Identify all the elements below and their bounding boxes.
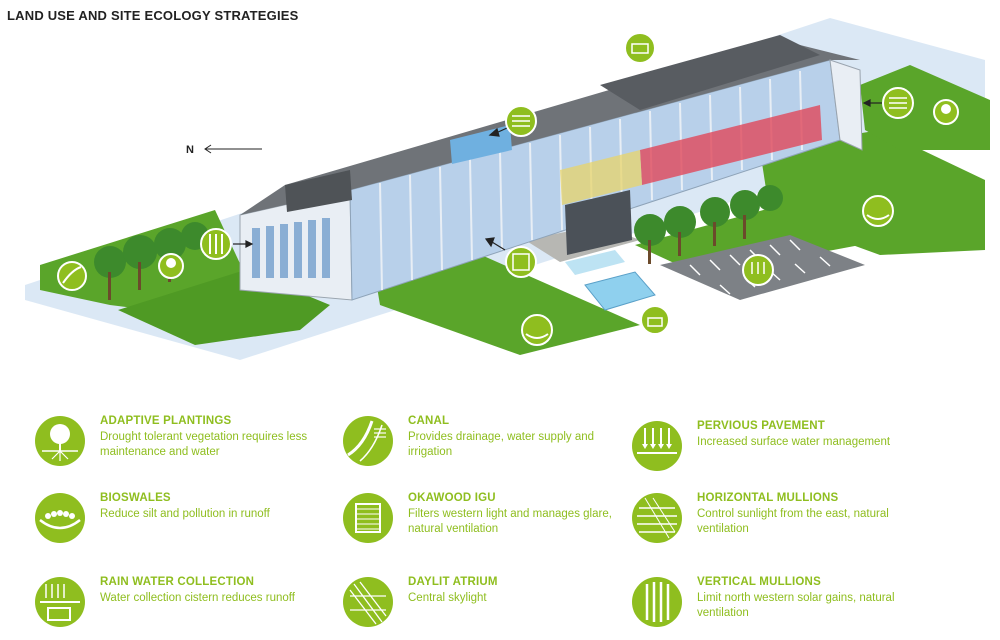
building-entry-underpass: [565, 190, 632, 255]
legend-title: VERTICAL MULLIONS: [697, 576, 821, 588]
legend-item-horizontal-mullions: HORIZONTAL MULLIONS Control sunlight fro…: [631, 492, 931, 552]
lawn-center: [375, 250, 640, 355]
legend-item-okawood-igu: OKAWOOD IGU Filters western light and ma…: [342, 492, 642, 552]
tree-roots-icon: [35, 416, 85, 466]
map-marker-rain-collection: [640, 305, 670, 335]
legend-item-daylit-atrium: DAYLIT ATRIUM Central skylight: [342, 576, 642, 636]
legend-description: Provides drainage, water supply and irri…: [408, 431, 595, 458]
legend-title: DAYLIT ATRIUM: [408, 576, 498, 588]
legend-title: HORIZONTAL MULLIONS: [697, 492, 839, 504]
legend-description: Water collection cistern reduces runoff: [100, 592, 295, 604]
okawood-igu-icon: [343, 493, 393, 543]
trees: [94, 185, 783, 300]
water-pool: [584, 271, 656, 311]
facade-yellow-panels: [560, 150, 642, 205]
north-label: N: [186, 144, 194, 156]
legend-description: Reduce silt and pollution in runoff: [100, 508, 270, 520]
legend-title: BIOSWALES: [100, 492, 171, 504]
legend-title: ADAPTIVE PLANTINGS: [100, 415, 232, 427]
roof-mechanical-penthouse: [600, 35, 820, 110]
map-marker-bioswales-east: [862, 195, 894, 227]
north-arrow-icon: [204, 144, 262, 154]
legend-item-pervious-pavement: PERVIOUS PAVEMENT Increased surface wate…: [631, 420, 931, 480]
legend-description: Filters western light and manages glare,…: [408, 508, 612, 535]
map-marker-rain-collection-roof: [624, 32, 656, 64]
callout-arrows: [233, 99, 882, 251]
site-axonometric-illustration: N: [25, 18, 990, 360]
map-marker-adaptive-plantings-east: [933, 99, 959, 125]
map-marker-pervious-pavement: [742, 254, 774, 286]
west-wing-glazing: [252, 218, 330, 278]
legend-title: CANAL: [408, 415, 450, 427]
legend-description: Limit north western solar gains, natural…: [697, 592, 895, 619]
daylit-atrium-icon: [343, 577, 393, 627]
page-title: LAND USE AND SITE ECOLOGY STRATEGIES: [7, 8, 299, 23]
legend-item-canal: CANAL Provides drainage, water supply an…: [342, 415, 642, 475]
map-marker-canal: [57, 261, 87, 291]
legend-item-bioswales: BIOSWALES Reduce silt and pollution in r…: [34, 492, 334, 552]
rain-collection-icon: [35, 577, 85, 627]
legend-description: Increased surface water management: [697, 436, 891, 448]
legend-title: OKAWOOD IGU: [408, 492, 496, 504]
map-marker-daylit-atrium: [505, 105, 537, 137]
map-marker-horizontal-mullions: [882, 87, 914, 119]
legend-item-vertical-mullions: VERTICAL MULLIONS Limit north western so…: [631, 576, 931, 636]
legend-description: Central skylight: [408, 592, 487, 604]
map-marker-adaptive-plantings: [158, 253, 184, 279]
lawn-east: [760, 130, 985, 255]
building-east-wing-wall: [829, 59, 863, 151]
water-canal: [565, 250, 625, 275]
legend-title: PERVIOUS PAVEMENT: [697, 420, 826, 432]
roof-rooftop-box: [285, 170, 352, 212]
vertical-mullions-icon: [632, 577, 682, 627]
legend-item-adaptive-plantings: ADAPTIVE PLANTINGS Drought tolerant vege…: [34, 415, 334, 475]
bioswale-icon: [35, 493, 85, 543]
map-marker-bioswales: [521, 314, 553, 346]
pervious-pavement-icon: [632, 421, 682, 471]
facade-red-panels: [640, 105, 822, 185]
legend-description: Control sunlight from the east, natural …: [697, 508, 889, 535]
horizontal-mullions-icon: [632, 493, 682, 543]
lawn-northeast: [860, 65, 990, 150]
parking-stripes: [689, 239, 831, 295]
legend-description: Drought tolerant vegetation requires les…: [100, 431, 308, 458]
map-marker-okawood-igu: [505, 246, 537, 278]
map-marker-vertical-mullions: [200, 228, 232, 260]
legend-title: RAIN WATER COLLECTION: [100, 576, 255, 588]
legend-item-rain-water-collection: RAIN WATER COLLECTION Water collection c…: [34, 576, 334, 636]
canal-icon: [343, 416, 393, 466]
